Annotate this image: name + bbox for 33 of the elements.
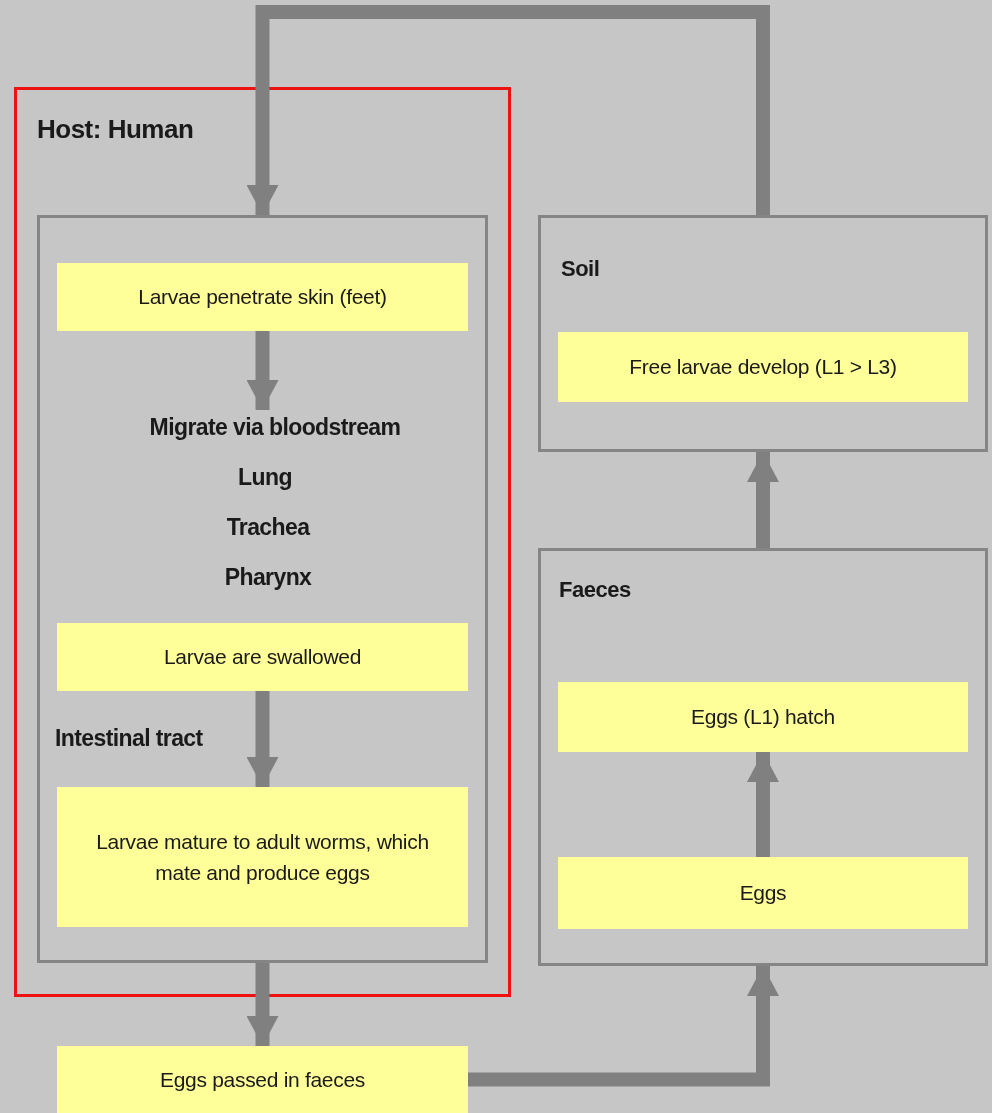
- step-text: Eggs passed in faeces: [159, 1066, 366, 1093]
- step-box: [558, 682, 968, 752]
- step-text: Larvae mature to adult worms, which mate and produce eggs: [95, 828, 430, 886]
- group-frame: [538, 215, 988, 452]
- stage-label: Lung: [200, 460, 330, 494]
- arrow: [468, 966, 779, 1087]
- arrow: [246, 5, 770, 215]
- step-text: Free larvae develop (L1 > L3): [628, 354, 898, 381]
- step-box: [57, 263, 468, 331]
- step-text: Eggs (L1) hatch: [690, 704, 836, 731]
- step-text: Larvae penetrate skin (feet): [137, 284, 388, 311]
- group-frame: [538, 548, 988, 966]
- group-heading: Soil: [561, 255, 600, 283]
- stage-label: Migrate via bloodstream: [130, 410, 420, 444]
- arrow: [246, 691, 279, 787]
- stage-label: Pharynx: [200, 560, 336, 594]
- step-box: [558, 857, 968, 929]
- arrow: [246, 963, 279, 1046]
- step-box: [57, 623, 468, 691]
- arrow: [747, 452, 779, 548]
- step-text: Larvae are swallowed: [162, 644, 363, 671]
- step-box: [57, 787, 468, 927]
- arrow: [246, 331, 279, 410]
- arrow: [747, 752, 779, 857]
- group-heading: Host: Human: [37, 113, 194, 146]
- step-text: Eggs: [738, 880, 788, 907]
- group-heading: Faeces: [559, 576, 631, 604]
- inner-frame: [37, 215, 488, 963]
- stage-label: Intestinal tract: [55, 721, 245, 755]
- step-box: [57, 1046, 468, 1113]
- step-box: [558, 332, 968, 402]
- group-frame: [14, 87, 511, 997]
- stage-label: Trachea: [200, 510, 336, 544]
